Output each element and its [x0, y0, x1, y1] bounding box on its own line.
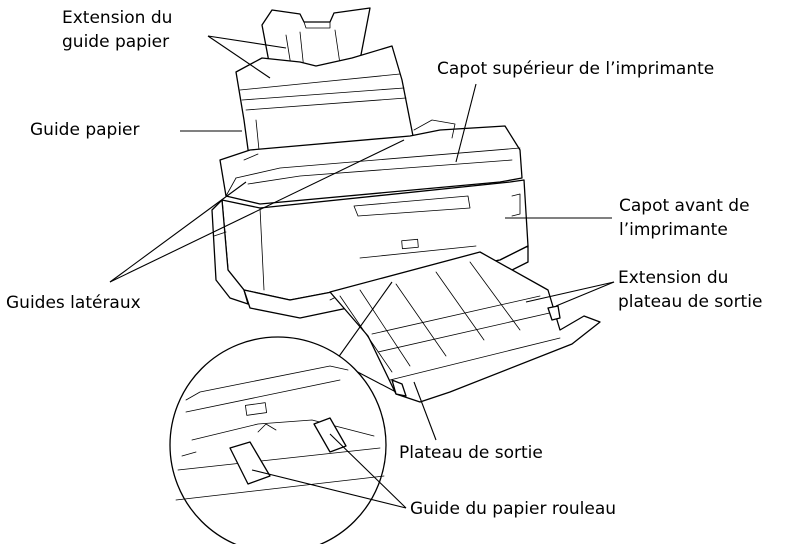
label-output-tray-extension-line1: Extension du [618, 268, 729, 288]
label-paper-guide-extension: Extension du guide papier [62, 6, 172, 54]
magnifier-detail-drawing [169, 281, 397, 549]
leader-roll-guide-1 [251, 469, 407, 509]
leader-extension-1 [207, 35, 287, 49]
label-output-tray-extension: Extension du plateau de sortie [618, 266, 762, 314]
label-output-tray-extension-line2: plateau de sortie [618, 292, 763, 312]
label-roll-paper-guide: Guide du papier rouleau [410, 499, 617, 519]
leader-output-tray [413, 381, 437, 441]
leader-lines [109, 35, 615, 509]
leader-roll-guide-2 [329, 433, 407, 509]
label-top-cover: Capot supérieur de l’imprimante [437, 59, 715, 79]
label-front-cover-line2: l’imprimante [619, 220, 728, 240]
label-front-cover: Capot avant de l’imprimante [619, 194, 750, 242]
leader-top-cover [455, 83, 477, 163]
label-paper-guide: Guide papier [30, 120, 140, 140]
label-edge-guides: Guides latéraux [6, 293, 141, 313]
leader-tray-ext-1 [525, 281, 615, 303]
label-paper-guide-extension-line2: guide papier [62, 32, 170, 52]
leader-edge-guide-2 [109, 139, 405, 283]
label-front-cover-line1: Capot avant de [619, 196, 750, 216]
leader-edge-guide-1 [109, 181, 247, 283]
leader-extension-2 [207, 35, 271, 79]
label-paper-guide-extension-line1: Extension du [62, 8, 173, 28]
label-output-tray: Plateau de sortie [399, 443, 543, 463]
leader-tray-ext-2 [555, 281, 615, 307]
